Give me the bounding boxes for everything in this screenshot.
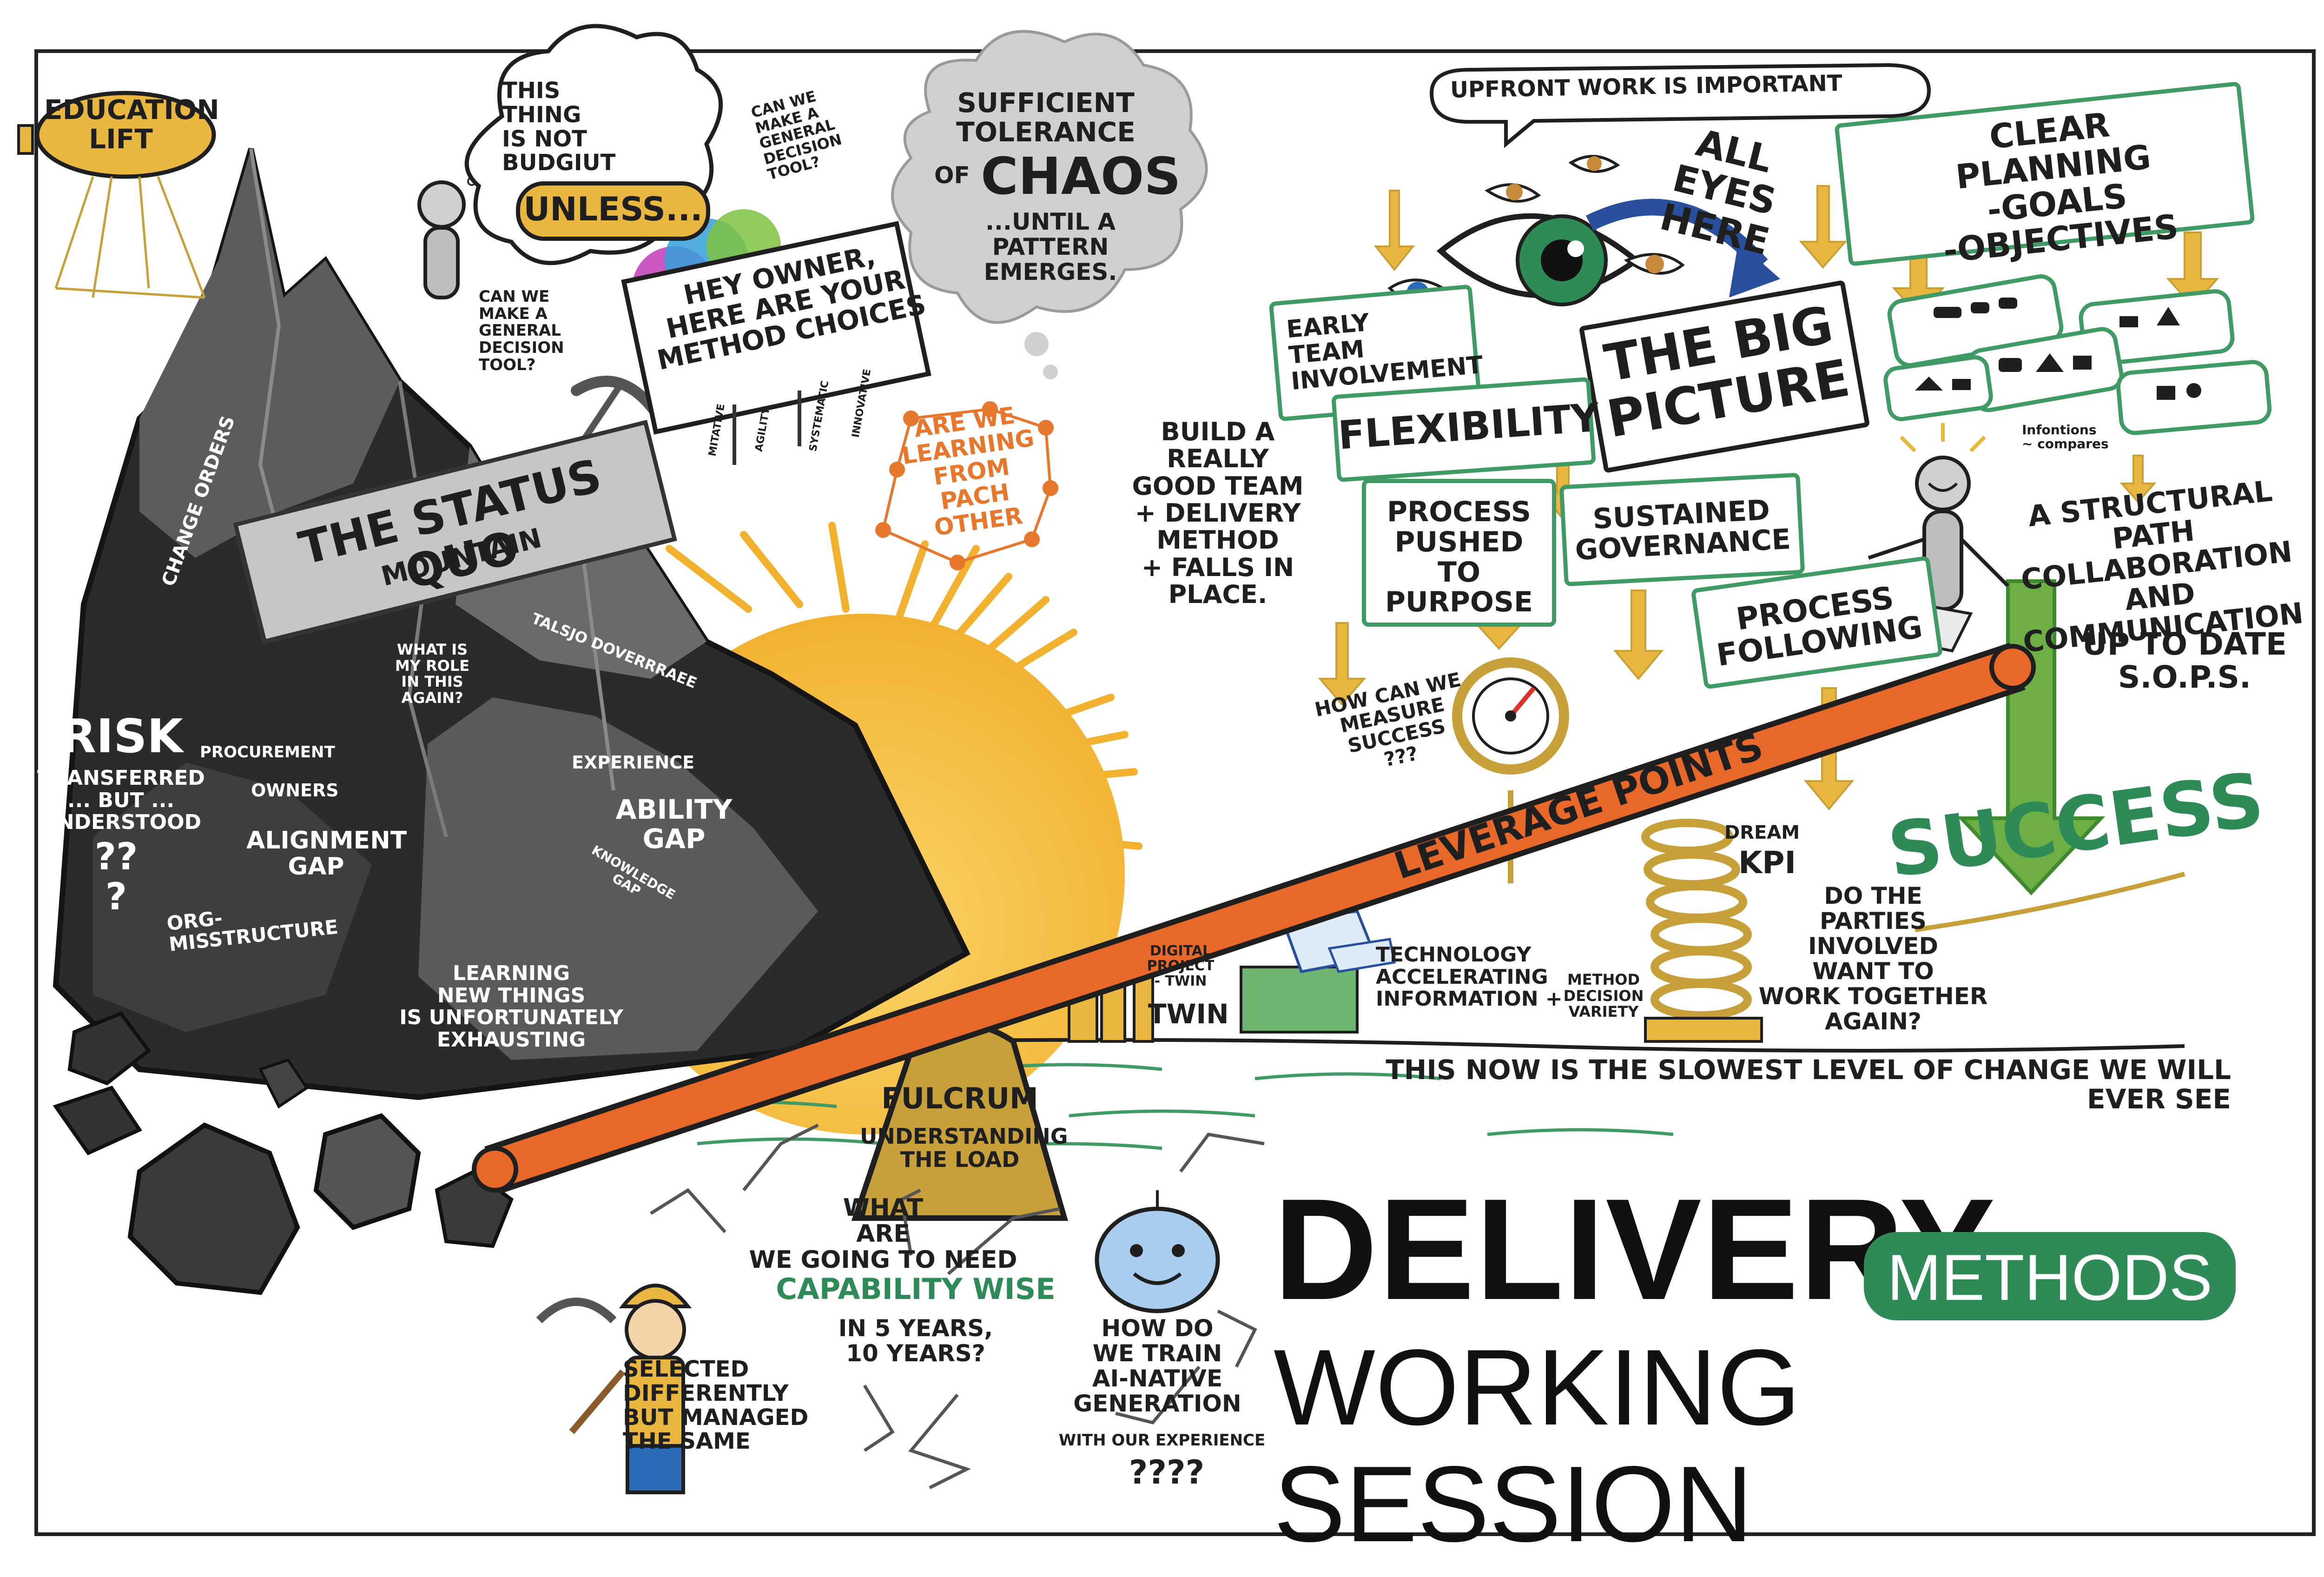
unless-badge: UNLESS...: [516, 181, 710, 241]
technology-label: TECHNOLOGY ACCELERATING INFORMATION +: [1376, 943, 1563, 1011]
board-frame: [34, 49, 2316, 1536]
chaos-cloud-shape: [891, 30, 1208, 324]
leverage-beam: [472, 643, 2036, 1194]
chaos-until-pattern: ...UNTIL A PATTERN EMERGES.: [984, 208, 1117, 285]
owners-label: OWNERS: [251, 780, 339, 801]
infontions-note: Infontions ~ compares: [2022, 422, 2109, 452]
methods-label: METHODS: [1887, 1241, 2212, 1314]
learning-exhausting-label: LEARNING NEW THINGS IS UNFORTUNATELY EXH…: [399, 961, 623, 1052]
slowest-change-label: THIS NOW IS THE SLOWEST LEVEL OF CHANGE …: [1386, 1054, 2231, 1115]
process-pushed-box: PROCESS PUSHED TO PURPOSE: [1362, 479, 1556, 627]
chaos-of: OF: [934, 162, 970, 189]
upfront-speech-bubble: [1429, 63, 1931, 148]
methods-badge: METHODS: [1864, 1232, 2236, 1320]
early-team-label: EARLY TEAM INVOLVEMENT: [1285, 309, 1485, 396]
parties-again-label: DO THE PARTIES INVOLVED WANT TO WORK TOG…: [1758, 882, 1988, 1035]
title-delivery: DELIVERY: [1274, 1168, 1996, 1330]
risk-detail: TRANSFERRED ... BUT ... UNDERSTOOD: [37, 766, 205, 835]
capability-wise-label: CAPABILITY WISE: [776, 1272, 1056, 1306]
zigzag-arrows: [650, 1123, 1265, 1490]
alignment-gap-label: ALIGNMENT GAP: [246, 827, 407, 881]
digital-twin-label: TWIN: [1148, 998, 1229, 1030]
build-team-label: BUILD A REALLY GOOD TEAM + DELIVERY METH…: [1132, 417, 1304, 609]
thinking-climber-icon: [417, 153, 505, 299]
learning-from-each-other: ARE WE LEARNING FROM PACH OTHER: [900, 402, 1036, 541]
ability-gap-label: ABILITY GAP: [615, 794, 733, 855]
chaos-word: CHAOS: [981, 146, 1181, 206]
learning-network-icon: [875, 401, 1058, 570]
with-our-experience-label: WITH OUR EXPERIENCE: [1058, 1431, 1266, 1450]
selected-differently-label: SELECTED DIFFERENTLY BUT MANAGED THE SAM…: [623, 1356, 809, 1455]
capability-question: WHAT ARE WE GOING TO NEED: [749, 1194, 1017, 1274]
decision-tool-note-left: CAN WE MAKE A GENERAL DECISION TOOL?: [479, 287, 564, 374]
process-pushed-label: PROCESS PUSHED TO PURPOSE: [1385, 496, 1533, 619]
sustained-governance-label: SUSTAINED GOVERNANCE: [1574, 494, 1792, 567]
chat-bubbles-icon: [1883, 274, 2272, 435]
chat-bubble-glyphs: [1915, 298, 2201, 400]
train-ai-native-label: HOW DO WE TRAIN AI-NATIVE GENERATION: [1073, 1315, 1241, 1417]
unless-label: UNLESS...: [523, 190, 703, 228]
education-lift-label: EDUCATION LIFT: [44, 94, 219, 155]
digital-twin-small-label: DIGITAL PROJECT - TWIN: [1147, 943, 1215, 989]
measure-gauge-icon: [1452, 657, 1569, 883]
method-variety-label: METHOD DECISION VARIETY: [1563, 971, 1644, 1021]
education-lift-blimp-icon: [17, 91, 216, 299]
train-questions: ????: [1129, 1453, 1205, 1491]
method-choices-signpost: [621, 221, 931, 465]
sustained-governance-box: SUSTAINED GOVERNANCE: [1559, 472, 1805, 587]
dream-label: DREAM: [1724, 822, 1800, 843]
spring-icon: [1641, 819, 1763, 1043]
success-arrow: [1957, 579, 2106, 895]
process-following-label: PROCESS FOLLOWING: [1714, 579, 1925, 674]
kpi-label: KPI: [1738, 845, 1796, 881]
sops-label: UP TO DATE S.O.P.s.: [2082, 626, 2287, 696]
not-budget-thought: THIS THING IS NOT BUDGIUT: [502, 78, 616, 176]
chaos-tolerance: SUFFICIENT TOLERANCE: [956, 87, 1136, 148]
experience-label: EXPERIENCE: [572, 752, 695, 773]
risk-label: RISK: [60, 709, 183, 763]
fulcrum-label: FULCRUM: [881, 1081, 1038, 1115]
flexibility-box: FLEXIBILITY: [1331, 377, 1601, 483]
construction-worker-icon: [536, 1284, 692, 1494]
title-working-session: WORKING SESSION: [1274, 1327, 1801, 1564]
success-underline: [1915, 872, 2185, 932]
fulcrum-sub-label: UNDERSTANDING THE LOAD: [860, 1124, 1068, 1172]
role-question-label: WHAT IS MY ROLE IN THIS AGAIN?: [395, 641, 470, 707]
ai-robot-icon: [1095, 1190, 1220, 1313]
capability-years-label: IN 5 YEARS, 10 YEARS?: [838, 1315, 993, 1367]
risk-questions: ?? ?: [94, 835, 138, 919]
flexibility-label: FLEXIBILITY: [1336, 394, 1601, 458]
procurement-label: PROCUREMENT: [200, 743, 335, 762]
